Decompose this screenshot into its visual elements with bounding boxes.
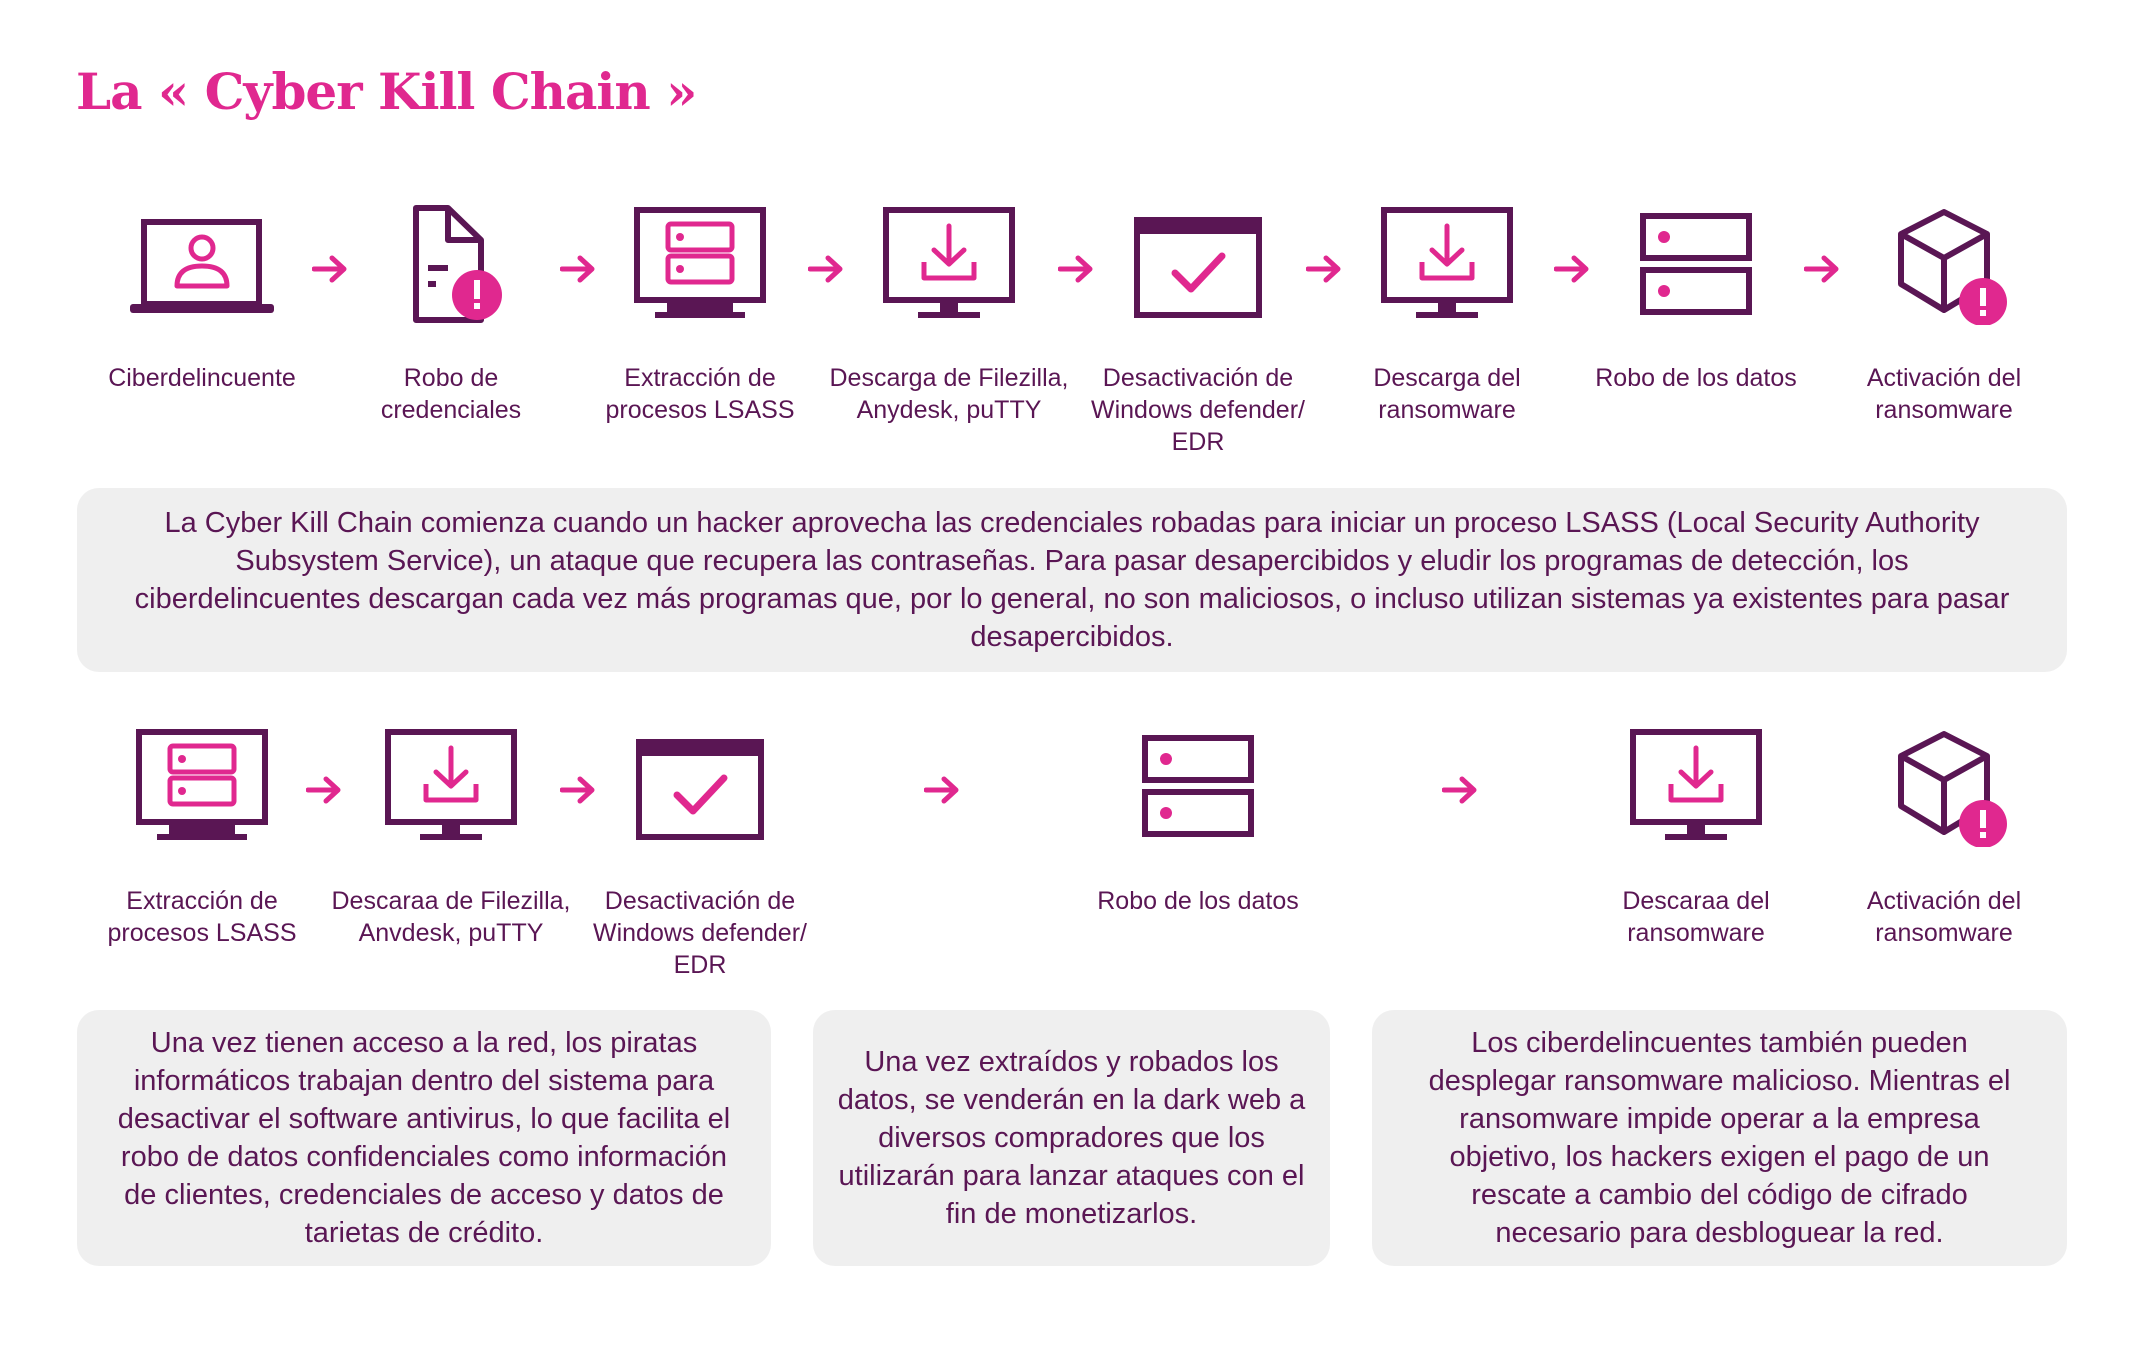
summary-text: La Cyber Kill Chain comienza cuando un h…	[134, 507, 2010, 653]
arrow-right-icon	[1554, 255, 1589, 283]
monitor-server-icon	[77, 722, 327, 854]
step-label: Extracción de procesos LSASS	[107, 887, 297, 947]
step-label: Ciberdelincuente	[108, 364, 296, 392]
note-panel-network-access: Una vez tienen acceso a la red, los pira…	[77, 1010, 771, 1266]
arrow-right-icon	[1804, 255, 1839, 283]
laptop-user-icon	[77, 200, 327, 332]
monitor-download-icon	[326, 722, 576, 854]
step-label: Robo de los datos	[1097, 887, 1299, 915]
database-icon	[1073, 722, 1323, 854]
step-label: Robo de credenciales	[380, 364, 522, 424]
monitor-download-icon	[1571, 722, 1821, 854]
step-label: Desactivación de Windows defender/ EDR	[1090, 364, 1305, 456]
summary-panel: La Cyber Kill Chain comienza cuando un h…	[77, 488, 2067, 672]
window-check-icon	[1073, 200, 1323, 332]
step-label: Activación del ransomware	[1866, 887, 2022, 947]
note-text: Los ciberdelincuentes también pueden des…	[1428, 1027, 2011, 1249]
arrow-right-icon	[924, 776, 959, 804]
arrow-right-icon	[560, 776, 595, 804]
step-label: Descaraa de Filezilla, Anvdesk, puTTY	[331, 887, 571, 947]
step-label: Descaraa del ransomware	[1622, 887, 1770, 947]
arrow-right-icon	[560, 255, 595, 283]
arrow-right-icon	[1306, 255, 1341, 283]
note-text: Una vez tienen acceso a la red, los pira…	[117, 1027, 731, 1249]
arrow-right-icon	[808, 255, 843, 283]
monitor-download-icon	[824, 200, 1074, 332]
step-label: Descarga del ransomware	[1373, 364, 1521, 424]
step-label: Extracción de procesos LSASS	[605, 364, 795, 424]
step-label: Robo de los datos	[1595, 364, 1797, 392]
arrow-right-icon	[312, 255, 347, 283]
cube-alert-icon	[1819, 200, 2069, 332]
note-panel-ransomware: Los ciberdelincuentes también pueden des…	[1372, 1010, 2067, 1266]
arrow-right-icon	[1442, 776, 1477, 804]
step-label: Activación del ransomware	[1866, 364, 2022, 424]
monitor-server-icon	[575, 200, 825, 332]
arrow-right-icon	[1058, 255, 1093, 283]
arrow-right-icon	[306, 776, 341, 804]
page-title: La « Cyber Kill Chain »	[76, 62, 697, 121]
step-label: Desactivación de Windows defender/ EDR	[592, 887, 807, 979]
step-label: Descarga de Filezilla, Anydesk, puTTY	[829, 364, 1069, 424]
window-check-icon	[575, 722, 825, 854]
cube-alert-icon	[1819, 722, 2069, 854]
monitor-download-icon	[1322, 200, 1572, 332]
note-text: Una vez extraídos y robados los datos, s…	[837, 1046, 1306, 1230]
database-icon	[1571, 200, 1821, 332]
note-panel-dark-web: Una vez extraídos y robados los datos, s…	[813, 1010, 1330, 1266]
document-alert-icon	[326, 200, 576, 332]
